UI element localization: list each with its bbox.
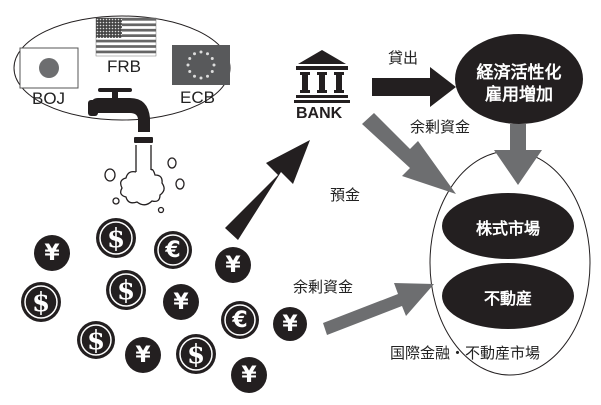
- faucet-icon: [88, 88, 153, 143]
- coin-yen: ¥: [273, 307, 307, 341]
- eu-flag-icon: [172, 45, 230, 85]
- economy-bubble: [455, 34, 583, 124]
- coin-symbol: ¥: [241, 363, 257, 388]
- coin-symbol: ¥: [225, 253, 241, 278]
- coin-symbol: ¥: [135, 343, 151, 368]
- surplus-from-bank-arrow: [362, 113, 456, 194]
- stock-market-label: 株式市場: [475, 219, 540, 238]
- coin-symbol: $: [32, 288, 50, 318]
- coin-dollar: $: [176, 334, 216, 374]
- economy-line2: 雇用増加: [485, 85, 553, 105]
- coin-symbol: $: [187, 340, 205, 370]
- coin-euro: €: [221, 301, 259, 339]
- coin-dollar: $: [106, 270, 146, 310]
- lending-arrow: [372, 67, 456, 107]
- coin-yen: ¥: [215, 247, 251, 283]
- ecb-label: ECB: [180, 88, 215, 107]
- coin-symbol: $: [107, 224, 125, 254]
- coin-pile: ¥ $ € ¥ $ $ ¥ € ¥ $ ¥ $ ¥: [21, 218, 307, 393]
- coin-yen: ¥: [125, 337, 161, 373]
- coin-symbol: $: [117, 276, 135, 306]
- real-estate-bubble: [442, 263, 574, 329]
- surplus-from-bank-label: 余剰資金: [410, 118, 471, 136]
- coin-dollar: $: [96, 218, 136, 258]
- bank-label: BANK: [296, 105, 343, 122]
- coin-yen: ¥: [34, 235, 70, 271]
- economy-to-market-arrow: [494, 124, 542, 185]
- coin-dollar: $: [21, 282, 61, 322]
- coin-symbol: ¥: [282, 312, 298, 337]
- deposit-label: 預金: [330, 186, 361, 204]
- coin-symbol: $: [87, 326, 105, 356]
- stock-market-bubble: [442, 193, 574, 259]
- coin-euro: €: [154, 231, 192, 269]
- coin-symbol: ¥: [173, 290, 189, 315]
- surplus-direct-label: 余剰資金: [293, 278, 354, 296]
- deposit-arrow: [225, 140, 310, 240]
- frb-label: FRB: [107, 57, 141, 76]
- water-splash-icon: [104, 145, 185, 214]
- coin-dollar: $: [77, 321, 115, 359]
- market-group-label: 国際金融・不動産市場: [390, 344, 541, 362]
- lending-label: 貸出: [388, 49, 419, 67]
- bank-icon: [294, 50, 350, 103]
- real-estate-label: 不動産: [483, 289, 532, 308]
- coin-symbol: €: [164, 238, 180, 263]
- japan-flag-icon: [19, 47, 79, 89]
- boj-label: BOJ: [32, 89, 66, 108]
- coin-symbol: ¥: [44, 241, 60, 266]
- surplus-direct-arrow: [323, 283, 434, 335]
- economy-line1: 経済活性化: [476, 63, 562, 83]
- coin-symbol: €: [231, 308, 247, 333]
- coin-yen: ¥: [163, 284, 199, 320]
- coin-yen: ¥: [231, 357, 267, 393]
- us-flag-icon: [95, 17, 157, 57]
